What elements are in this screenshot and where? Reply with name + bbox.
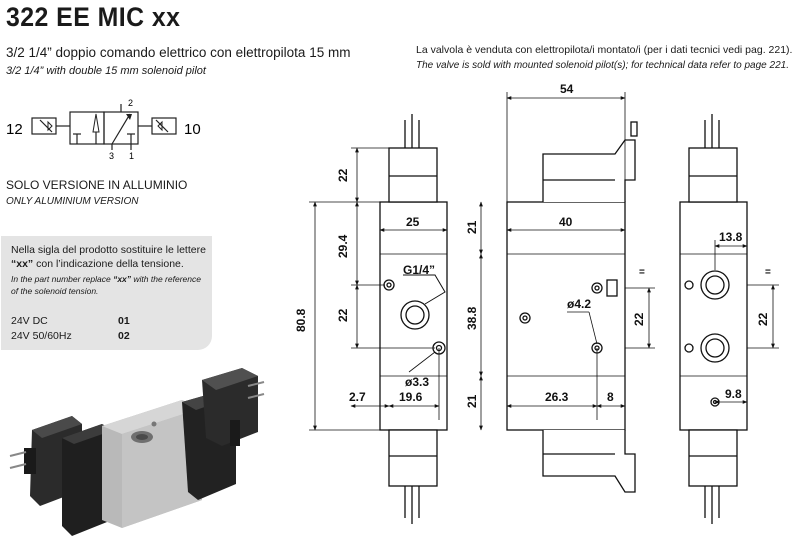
voltage-info-box <box>1 236 212 350</box>
voltage-code-dc: 01 <box>118 315 130 327</box>
dim-25: 25 <box>406 215 420 229</box>
eq-mark-side: = <box>639 267 645 278</box>
infobox-text-italian: Nella sigla del prodotto sostituire le l… <box>11 243 206 271</box>
aluminium-version-italian: SOLO VERSIONE IN ALLUMINIO <box>6 178 188 192</box>
voltage-label-dc: 24V DC <box>11 315 48 327</box>
subtitle-italian: 3/2 1/4” doppio comando elettrico con el… <box>6 45 351 60</box>
dim-19-6: 19.6 <box>399 390 423 404</box>
dim-54: 54 <box>560 82 574 96</box>
front-port-circle <box>400 300 430 330</box>
dim-9-8: 9.8 <box>725 387 742 401</box>
dim-29-4: 29.4 <box>336 234 350 258</box>
dim-d4-2: ø4.2 <box>567 297 591 311</box>
note-italian: La valvola è venduta con elettropilota/i… <box>416 44 793 56</box>
dim-22-right: 22 <box>756 312 770 326</box>
front-top-coil <box>388 147 438 203</box>
port-label-12: 12 <box>6 121 23 138</box>
infobox-it-code: “xx” <box>11 258 34 270</box>
dim-8: 8 <box>607 390 614 404</box>
port-label-1: 1 <box>129 151 134 161</box>
aluminium-version-english: ONLY ALUMINIUM VERSION <box>6 196 139 207</box>
dim-26-3: 26.3 <box>545 390 569 404</box>
infobox-en-part1: In the part number replace <box>11 274 114 284</box>
port-label-10: 10 <box>184 121 201 138</box>
dim-2-7: 2.7 <box>349 390 366 404</box>
product-title: 322 EE MIC xx <box>6 2 181 32</box>
dim-40: 40 <box>559 215 573 229</box>
infobox-it-part2: con l’indicazione della tensione. <box>33 258 184 270</box>
infobox-en-code: “xx” <box>113 274 132 284</box>
dim-21-top: 21 <box>465 220 479 234</box>
dim-80-8: 80.8 <box>294 308 308 332</box>
infobox-en-part2: with the reference of the solenoid tensi… <box>11 274 201 296</box>
valve-symbol: 12 2 3 1 10 <box>4 96 204 162</box>
dim-13-8: 13.8 <box>719 230 743 244</box>
valve-product-image <box>2 360 282 540</box>
technical-drawing: 54 40 22 25 21 29.4 80.8 22 38.8 21 G1/4… <box>285 80 795 541</box>
infobox-it-part1: Nella sigla del prodotto sostituire le l… <box>11 244 206 256</box>
dim-22-side: 22 <box>632 312 646 326</box>
dim-22-mid: 22 <box>336 308 350 322</box>
voltage-label-ac: 24V 50/60Hz <box>11 330 72 342</box>
dim-22-top: 22 <box>336 168 350 182</box>
subtitle-english: 3/2 1/4” with double 15 mm solenoid pilo… <box>6 65 206 77</box>
dim-g14: G1/4” <box>403 263 435 277</box>
infobox-text-english: In the part number replace “xx” with the… <box>11 273 206 297</box>
dim-d3-3: ø3.3 <box>405 375 429 389</box>
eq-mark-right: = <box>765 267 771 278</box>
port-label-3: 3 <box>109 151 114 161</box>
dim-38-8: 38.8 <box>465 306 479 330</box>
voltage-code-ac: 02 <box>118 330 130 342</box>
front-bottom-coil <box>388 429 438 487</box>
note-english: The valve is sold with mounted solenoid … <box>416 60 789 71</box>
port-label-2: 2 <box>128 98 133 108</box>
dim-21-bottom: 21 <box>465 394 479 408</box>
